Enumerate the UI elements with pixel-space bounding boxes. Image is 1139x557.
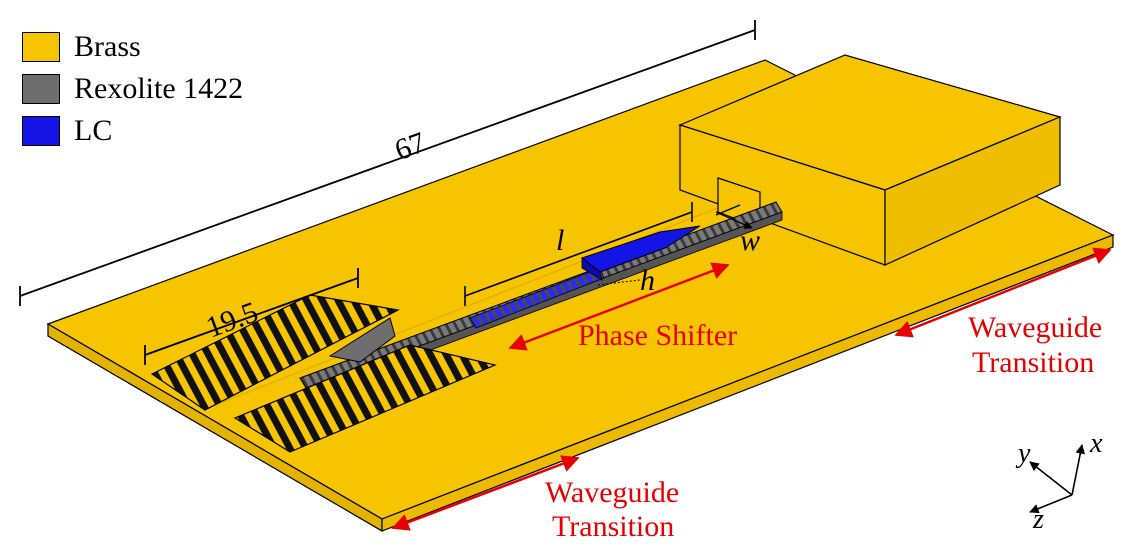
legend-swatch-lc [22,116,60,146]
legend: Brass Rexolite 1422 LC [22,26,243,152]
waveguide-block [678,54,1062,266]
waveguide-transition-bottom-arrow [391,455,580,531]
waveguide-transition-bottom-label-1: Waveguide [545,476,679,509]
legend-swatch-rexolite [22,74,60,104]
dimension-67 [19,20,756,306]
axis-x-label: x [1089,428,1103,459]
waveguide-transition-right-label-1: Waveguide [968,311,1102,344]
phase-shifter-arrow [508,262,730,351]
dimension-19-5 [144,268,359,365]
dimension-w-label: w [740,224,760,257]
axis-z-label: z [1032,504,1044,535]
waveguide-transition-right-label-2: Transition [972,346,1094,379]
dimension-w [715,204,753,229]
waveguide-transition-right-arrow [894,247,1112,338]
axis-y-label: y [1015,438,1031,469]
taper-pads [150,294,497,453]
legend-label-rexolite: Rexolite 1422 [74,72,244,105]
phase-shifter-label: Phase Shifter [578,319,737,352]
waveguide-transition-bottom-label-2: Transition [552,510,674,543]
legend-label-lc: LC [74,114,113,147]
dimension-67-label: 67 [390,126,429,167]
legend-label-brass: Brass [74,30,141,63]
legend-item-brass: Brass [22,26,243,68]
legend-item-rexolite: Rexolite 1422 [22,68,243,110]
dimension-l [464,202,693,306]
legend-swatch-brass [22,32,60,62]
legend-item-lc: LC [22,110,243,152]
dimension-h-label: h [640,264,655,297]
dimension-l-label: l [556,224,564,257]
axis-triad [1029,444,1086,514]
